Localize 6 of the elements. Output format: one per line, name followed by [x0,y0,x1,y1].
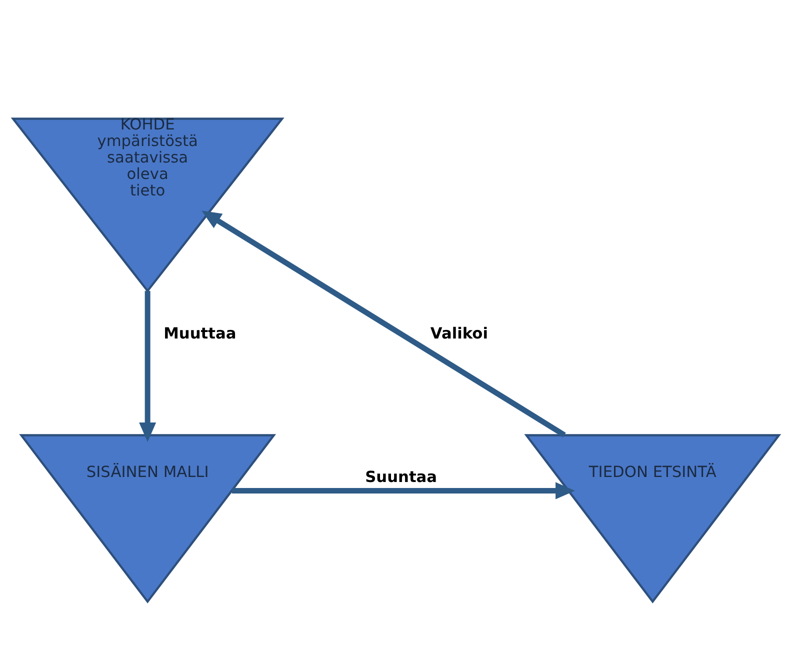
arrow [139,290,156,442]
arrow [232,482,576,499]
edge-label: Suuntaa [365,468,438,486]
arrow [202,210,566,437]
edge-label: Valikoi [430,324,488,342]
edge-label: Muuttaa [164,324,236,342]
